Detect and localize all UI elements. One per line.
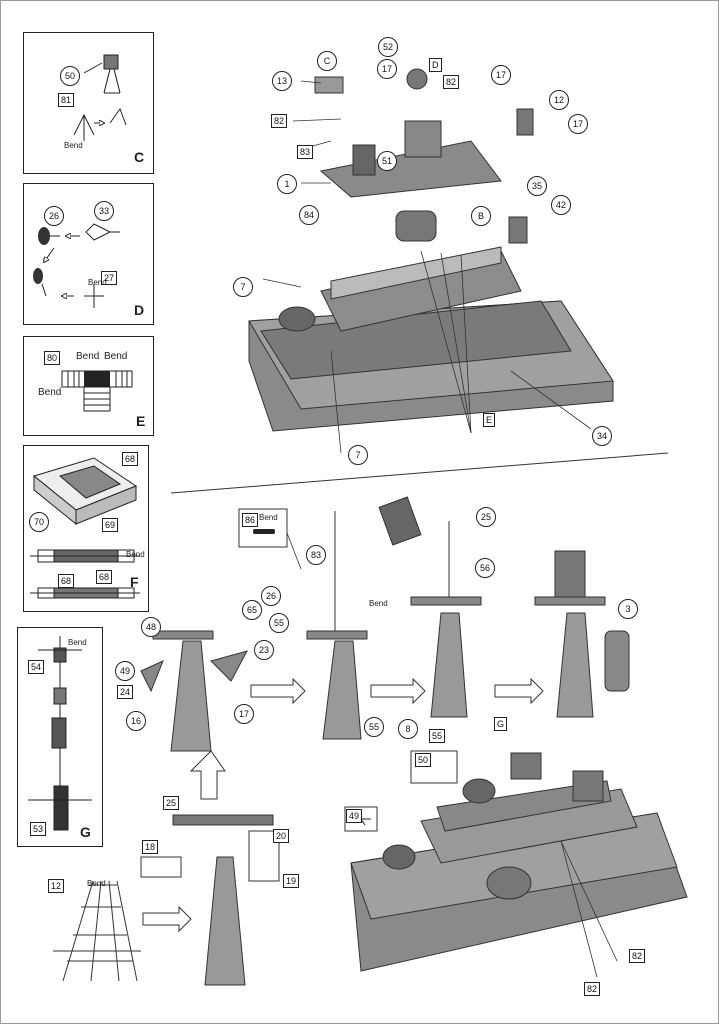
callout-70: 70 xyxy=(29,512,49,532)
callout-54: 54 xyxy=(28,660,45,674)
bend-label: Bend xyxy=(259,513,278,522)
callout-13: 13 xyxy=(272,71,292,91)
callout-68: 68 xyxy=(122,452,139,466)
callout-17: 17 xyxy=(377,59,397,79)
bend-label: Bend xyxy=(38,387,62,398)
callout-17: 17 xyxy=(234,704,254,724)
panel-e: 80 Bend Bend Bend E xyxy=(23,336,154,436)
callout-86: 86 xyxy=(242,513,259,527)
panel-e-drawing xyxy=(61,370,133,412)
panel-f-drawing xyxy=(30,457,140,599)
callout-12: 12 xyxy=(48,879,65,893)
bend-label: Bend xyxy=(88,278,107,287)
callout-55: 55 xyxy=(269,613,289,633)
callout-51: 51 xyxy=(377,151,397,171)
callout-27: 27 xyxy=(101,271,118,285)
panel-label-f: F xyxy=(130,574,139,590)
callout-84: 84 xyxy=(299,205,319,225)
panel-label-e: E xyxy=(136,413,146,429)
callout-55: 55 xyxy=(364,717,384,737)
callout-65: 65 xyxy=(242,600,262,620)
callout-50: 50 xyxy=(60,66,80,86)
callout-26: 26 xyxy=(261,586,281,606)
bend-label: Bend xyxy=(126,550,145,559)
panel-c: 50 81 Bend C xyxy=(23,32,154,174)
callout-e: E xyxy=(483,413,496,427)
bend-label: Bend xyxy=(68,638,87,647)
panel-label-d: D xyxy=(134,302,145,318)
callout-25: 25 xyxy=(163,796,180,810)
bend-label: Bend xyxy=(87,879,106,888)
callout-69: 69 xyxy=(102,518,119,532)
callout-25: 25 xyxy=(476,507,496,527)
callout-42: 42 xyxy=(551,195,571,215)
callout-24: 24 xyxy=(117,685,134,699)
bend-label: Bend xyxy=(104,351,128,362)
panel-label-g: G xyxy=(80,824,91,840)
callout-g: G xyxy=(494,717,508,731)
callout-82: 82 xyxy=(584,982,601,996)
callout-56: 56 xyxy=(475,558,495,578)
callout-50: 50 xyxy=(415,753,432,767)
callout-49: 49 xyxy=(115,661,135,681)
callout-81: 81 xyxy=(58,93,75,107)
callout-55: 55 xyxy=(429,729,446,743)
panel-d-drawing xyxy=(33,223,120,308)
callout-7: 7 xyxy=(348,445,368,465)
callout-26: 26 xyxy=(44,206,64,226)
callout-68: 68 xyxy=(96,570,113,584)
callout-3: 3 xyxy=(618,599,638,619)
callout-82: 82 xyxy=(629,949,646,963)
callout-53: 53 xyxy=(30,822,47,836)
panel-g: 54 53 Bend G xyxy=(17,627,103,847)
callout-8: 8 xyxy=(398,719,418,739)
callout-17: 17 xyxy=(491,65,511,85)
callout-83: 83 xyxy=(297,145,314,159)
callout-23: 23 xyxy=(254,640,274,660)
bend-label: Bend xyxy=(76,351,100,362)
callout-49: 49 xyxy=(346,809,363,823)
panel-g-drawing xyxy=(28,636,92,831)
callout-80: 80 xyxy=(44,351,61,365)
callout-b: B xyxy=(471,206,491,226)
callout-7: 7 xyxy=(233,277,253,297)
bend-label: Bend xyxy=(369,599,388,608)
callout-d: D xyxy=(429,58,442,72)
callout-1: 1 xyxy=(277,174,297,194)
callout-48: 48 xyxy=(141,617,161,637)
callout-c: C xyxy=(317,51,337,71)
callout-18: 18 xyxy=(142,840,159,854)
panel-f: 68 70 69 68 68 Bend F xyxy=(23,445,149,612)
callout-12: 12 xyxy=(549,90,569,110)
callout-52: 52 xyxy=(378,37,398,57)
bend-label: Bend xyxy=(64,141,83,150)
panel-c-drawing xyxy=(73,54,127,141)
panel-label-c: C xyxy=(134,149,145,165)
callout-82: 82 xyxy=(443,75,460,89)
panel-d: 26 33 27 Bend D xyxy=(23,183,154,325)
callout-82: 82 xyxy=(271,114,288,128)
callout-16: 16 xyxy=(126,711,146,731)
callout-20: 20 xyxy=(273,829,290,843)
callout-33: 33 xyxy=(94,201,114,221)
callout-35: 35 xyxy=(527,176,547,196)
callout-19: 19 xyxy=(283,874,300,888)
callout-68: 68 xyxy=(58,574,75,588)
callout-17: 17 xyxy=(568,114,588,134)
callout-83: 83 xyxy=(306,545,326,565)
callout-34: 34 xyxy=(592,426,612,446)
